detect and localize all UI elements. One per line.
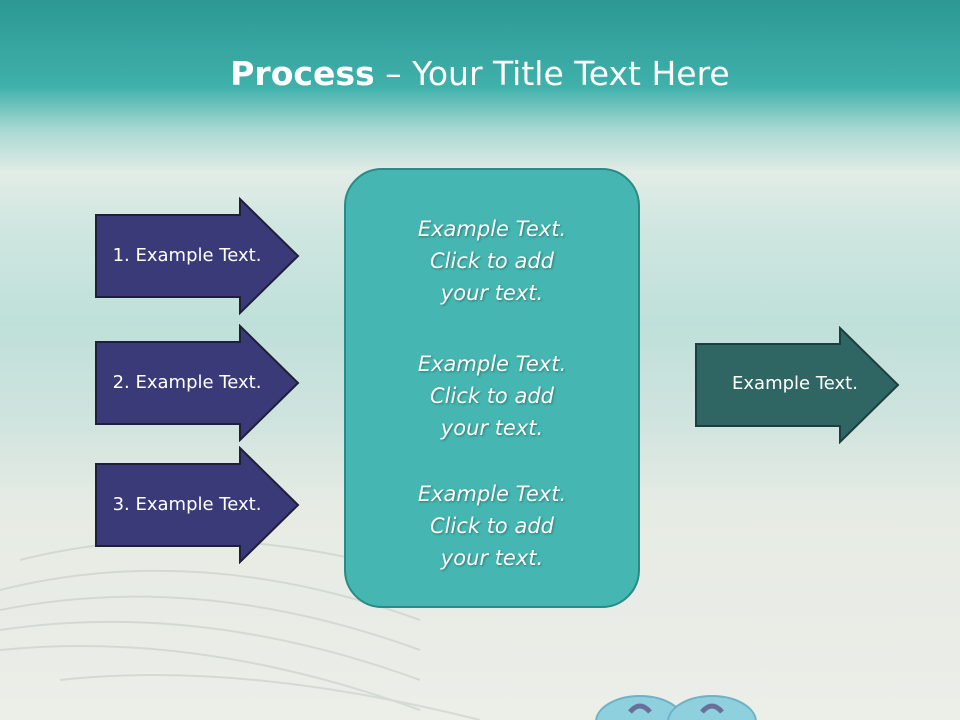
title-rest: – Your Title Text Here [374, 54, 730, 93]
center-content-box[interactable] [344, 168, 640, 608]
process-arrow-2[interactable] [94, 324, 300, 442]
center-text-block-1[interactable]: Example Text. Click to add your text. [417, 217, 567, 305]
flip-flops-icon [595, 695, 757, 720]
title-bold: Process [230, 54, 375, 93]
center-text-block-3[interactable]: Example Text. Click to add your text. [417, 482, 567, 570]
process-arrow-2-label: 2. Example Text. [112, 372, 262, 393]
output-arrow-label: Example Text. [732, 373, 858, 394]
output-arrow[interactable] [694, 326, 900, 444]
center-text-block-2[interactable]: Example Text. Click to add your text. [417, 352, 567, 440]
process-arrow-1-label: 1. Example Text. [112, 245, 262, 266]
process-arrow-3-label: 3. Example Text. [112, 494, 262, 515]
process-arrow-3[interactable] [94, 446, 300, 564]
palm-shadow [0, 539, 481, 720]
slide-title: Process – Your Title Text Here [0, 52, 960, 96]
process-arrow-1[interactable] [94, 197, 300, 315]
